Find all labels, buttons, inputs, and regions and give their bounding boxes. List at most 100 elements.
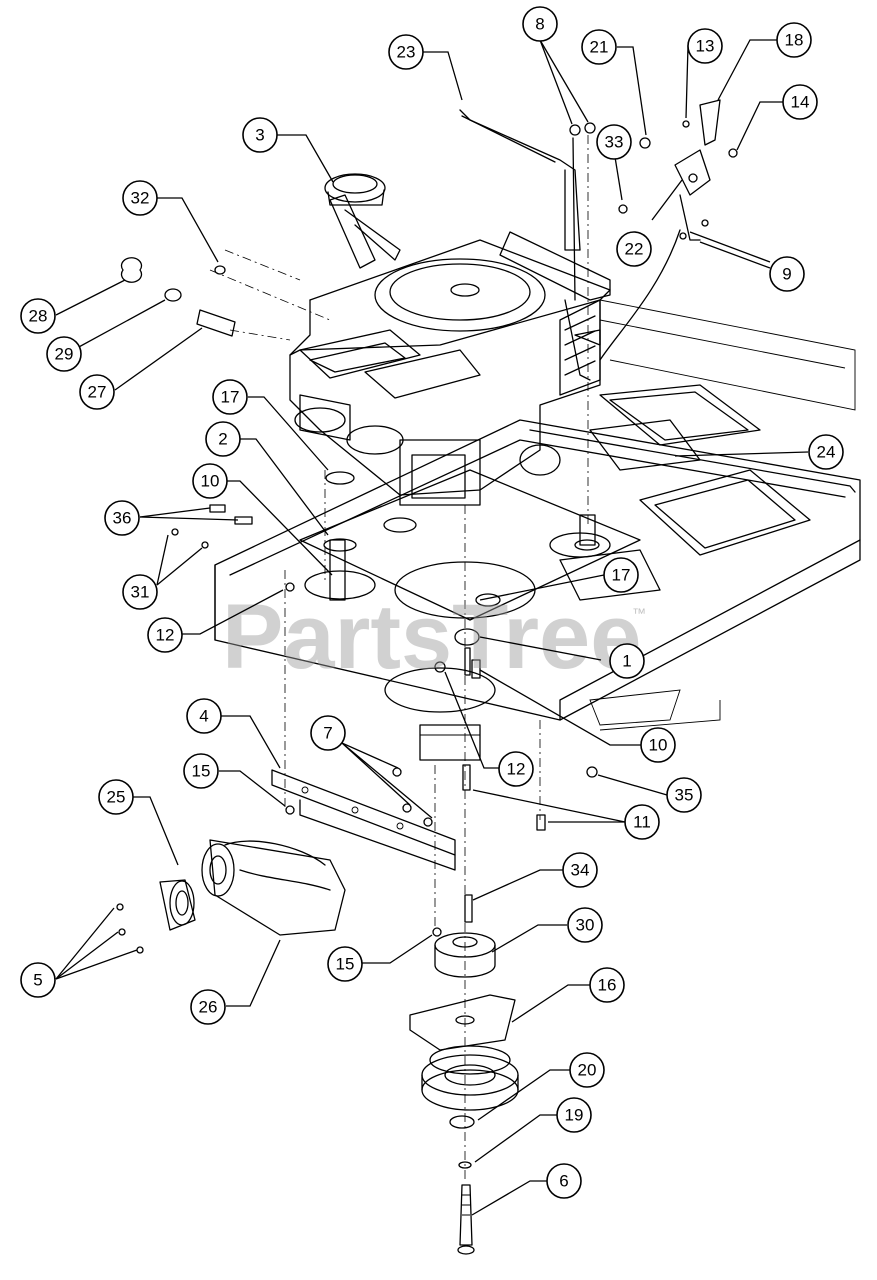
- callout-17-lower: 17: [603, 557, 639, 593]
- svg-text:32: 32: [131, 189, 150, 208]
- exhaust-muffler-heat-shield: [499, 231, 611, 346]
- callout-21: 21: [581, 29, 617, 65]
- callout-8: 8: [522, 6, 558, 42]
- callout-36: 36: [104, 500, 140, 536]
- callout-27: 27: [79, 374, 115, 410]
- callout-13: 13: [687, 28, 723, 64]
- callout-12-center: 12: [498, 751, 534, 787]
- callout-17-upper: 17: [212, 379, 248, 415]
- callout-25: 25: [98, 779, 134, 815]
- svg-text:5: 5: [33, 971, 42, 990]
- callout-18: 18: [776, 22, 812, 58]
- svg-text:7: 7: [323, 724, 332, 743]
- engine: [289, 239, 611, 506]
- callout-10-lower: 10: [640, 727, 676, 763]
- air-cleaner-cover: [159, 879, 196, 931]
- svg-text:26: 26: [199, 998, 218, 1017]
- svg-text:6: 6: [559, 1172, 568, 1191]
- electric-clutch: [421, 1045, 519, 1111]
- svg-text:8: 8: [535, 15, 544, 34]
- callout-11: 11: [624, 804, 660, 840]
- callout-14: 14: [782, 84, 818, 120]
- callout-24: 24: [808, 434, 844, 470]
- callout-31: 31: [122, 574, 158, 610]
- oil-fill-tube-and-cap: [324, 173, 401, 269]
- svg-text:12: 12: [507, 760, 526, 779]
- callout-9: 9: [769, 256, 805, 292]
- svg-text:19: 19: [565, 1106, 584, 1125]
- svg-text:15: 15: [336, 955, 355, 974]
- air-cleaner-housing: [201, 839, 346, 936]
- engine-mount-plate: [299, 469, 641, 713]
- callout-26: 26: [190, 989, 226, 1025]
- svg-text:13: 13: [696, 37, 715, 56]
- belt-guard-bracket: [271, 769, 456, 871]
- alignment-centerlines: [209, 135, 589, 1180]
- svg-text:18: 18: [785, 31, 804, 50]
- svg-text:1: 1: [622, 652, 631, 671]
- svg-text:34: 34: [571, 861, 590, 880]
- callout-19: 19: [556, 1097, 592, 1133]
- svg-text:30: 30: [576, 916, 595, 935]
- svg-text:25: 25: [107, 788, 126, 807]
- callout-6: 6: [546, 1163, 582, 1199]
- mounting-bolt: [457, 1184, 475, 1255]
- svg-text:24: 24: [817, 443, 836, 462]
- svg-text:29: 29: [55, 345, 74, 364]
- svg-text:2: 2: [218, 430, 227, 449]
- pulley-upper: [434, 932, 496, 978]
- callout-2: 2: [205, 421, 241, 457]
- deck-opening-panels: [559, 384, 811, 601]
- svg-text:12: 12: [156, 626, 175, 645]
- svg-text:31: 31: [131, 583, 150, 602]
- clutch-bracket-plate: [409, 994, 516, 1051]
- svg-text:11: 11: [633, 813, 651, 832]
- throttle-bracket: [674, 99, 721, 241]
- frame-chassis: [214, 299, 861, 731]
- key: [464, 894, 473, 923]
- watermark-trademark: ™: [632, 605, 646, 621]
- clutch-mount-block: [419, 724, 481, 761]
- svg-text:22: 22: [625, 240, 644, 259]
- svg-text:14: 14: [791, 93, 810, 112]
- callout-30: 30: [567, 907, 603, 943]
- callout-32: 32: [122, 180, 158, 216]
- callout-22: 22: [616, 231, 652, 267]
- svg-text:3: 3: [255, 126, 264, 145]
- callout-23: 23: [388, 34, 424, 70]
- control-rod-and-cable: [459, 109, 681, 381]
- svg-text:21: 21: [590, 38, 609, 57]
- callout-5: 5: [20, 962, 56, 998]
- small-hardware: [116, 120, 738, 954]
- callout-34: 34: [562, 852, 598, 888]
- callout-bubbles: 23 8 21 13 18 14 3 33 32 22 9 28 29 27 1…: [20, 6, 844, 1199]
- svg-text:23: 23: [397, 43, 416, 62]
- svg-text:16: 16: [598, 976, 617, 995]
- svg-text:17: 17: [612, 566, 631, 585]
- callout-29: 29: [46, 336, 82, 372]
- svg-text:28: 28: [29, 307, 48, 326]
- callout-3: 3: [242, 117, 278, 153]
- callout-15-lower: 15: [327, 946, 363, 982]
- callout-7: 7: [310, 715, 346, 751]
- svg-text:36: 36: [113, 509, 132, 528]
- svg-text:33: 33: [605, 133, 624, 152]
- callout-10-upper: 10: [192, 463, 228, 499]
- svg-text:20: 20: [578, 1061, 597, 1080]
- callout-20: 20: [569, 1052, 605, 1088]
- watermark-text: PartsTree: [222, 586, 641, 688]
- svg-text:15: 15: [192, 762, 211, 781]
- svg-text:10: 10: [201, 472, 220, 491]
- watermark: PartsTree ™: [222, 586, 646, 688]
- svg-text:4: 4: [199, 707, 208, 726]
- crankshaft-spacer-tube: [323, 538, 357, 601]
- callout-16: 16: [589, 967, 625, 1003]
- callout-35: 35: [666, 777, 702, 813]
- callout-12-left: 12: [147, 617, 183, 653]
- callout-28: 28: [20, 298, 56, 334]
- spacer-washer: [449, 1115, 475, 1169]
- callout-4: 4: [186, 698, 222, 734]
- callout-33: 33: [596, 124, 632, 160]
- svg-text:35: 35: [675, 786, 694, 805]
- svg-text:9: 9: [782, 265, 791, 284]
